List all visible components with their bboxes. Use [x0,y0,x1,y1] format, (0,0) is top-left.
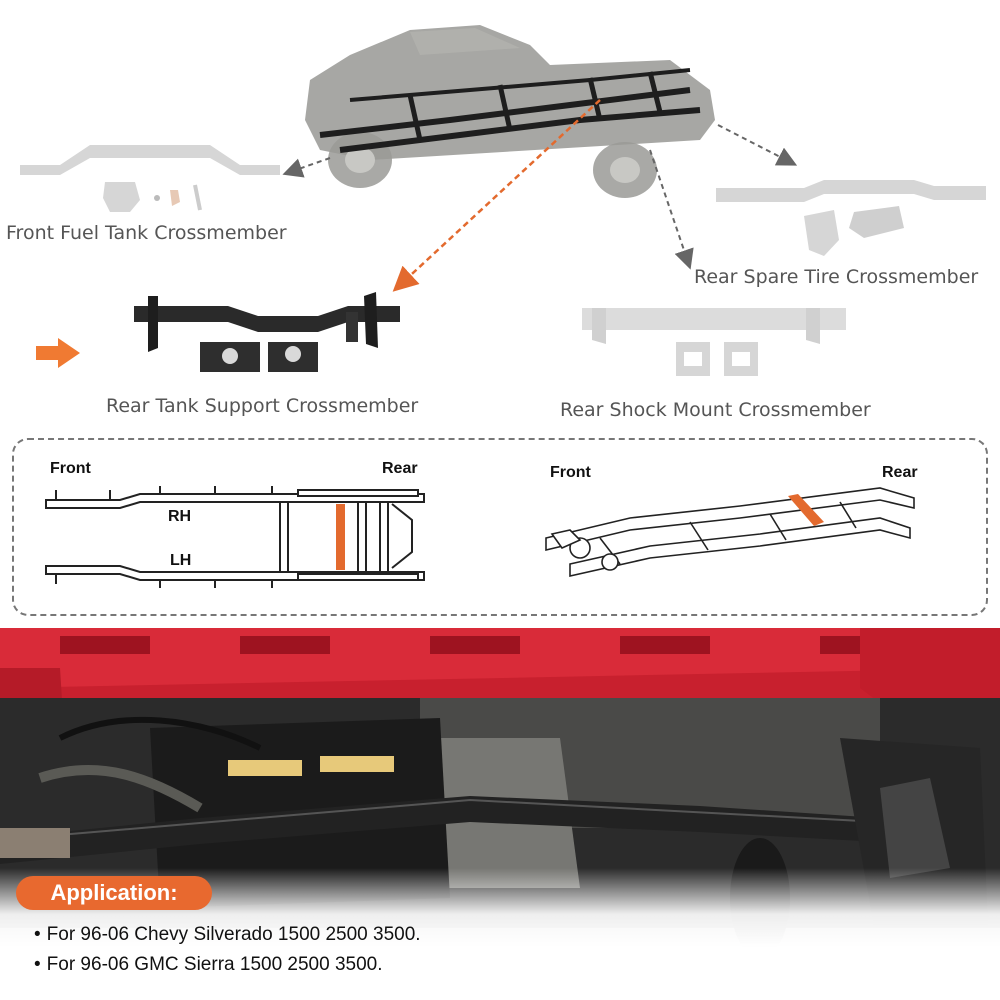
installed-photo [0,628,1000,1000]
frame-top-view [45,486,425,588]
truck-frame-illustration [305,25,715,198]
diagram-rh-label: RH [168,508,192,525]
frame-location-diagram [12,438,988,616]
application-item: For 96-06 GMC Sierra 1500 2500 3500. [34,950,421,980]
rear-tank-support-label: Rear Tank Support Crossmember [106,395,419,417]
rear-tank-support-crossmember-image [134,292,400,372]
diagram-lh-label: LH [170,552,192,569]
rear-shock-mount-crossmember-image [582,308,846,376]
application-badge: Application: [16,876,212,910]
highlighted-crossmember-marker-3d [788,494,824,526]
rear-spare-tire-label: Rear Spare Tire Crossmember [694,266,979,288]
front-fuel-tank-crossmember-image [20,145,280,212]
diagram-left-front-label: Front [50,460,91,477]
selected-pointer-arrow-icon [36,338,80,368]
application-item: For 96-06 Chevy Silverado 1500 2500 3500… [34,920,421,950]
rear-shock-mount-label: Rear Shock Mount Crossmember [560,399,871,421]
highlighted-crossmember-marker [336,504,345,570]
application-list: For 96-06 Chevy Silverado 1500 2500 3500… [34,920,421,980]
callout-arrows [282,99,798,292]
rear-spare-tire-crossmember-image [716,180,986,256]
front-fuel-tank-label: Front Fuel Tank Crossmember [6,222,287,244]
diagram-left-rear-label: Rear [382,460,418,477]
frame-perspective-view [545,487,915,577]
diagram-right-rear-label: Rear [882,464,918,481]
diagram-right-front-label: Front [550,464,591,481]
